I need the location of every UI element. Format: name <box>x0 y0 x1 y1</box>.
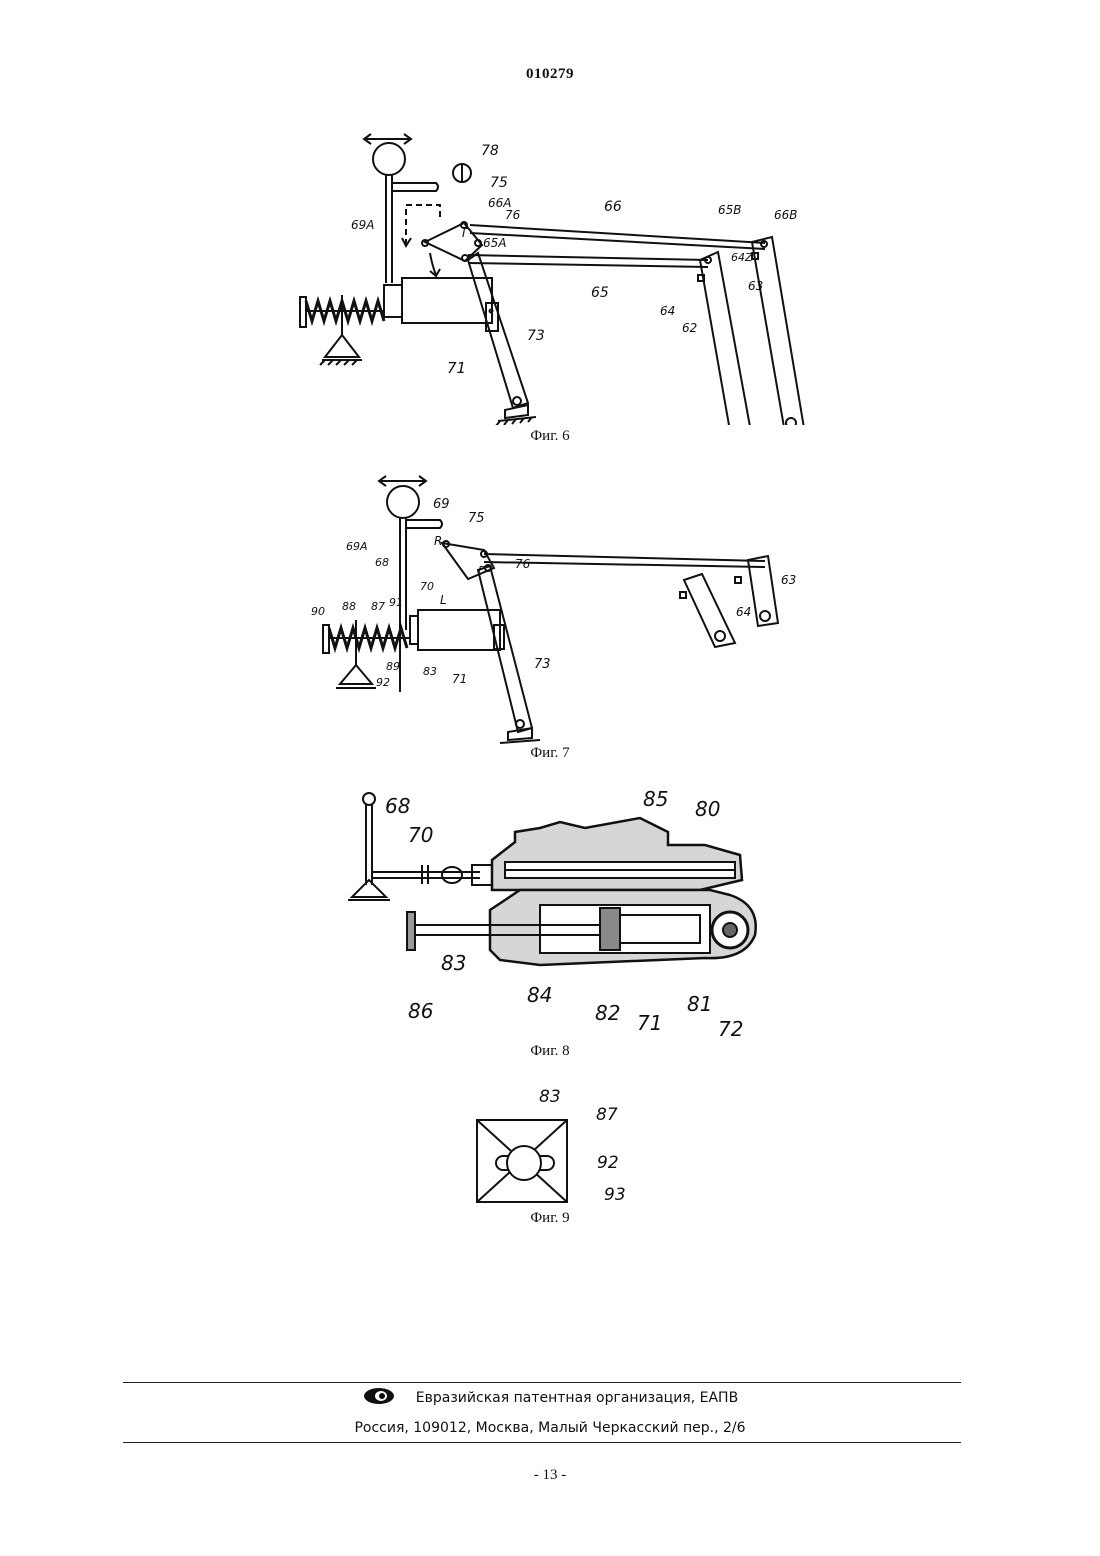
label-66: 66 <box>604 199 622 215</box>
label-73: 73 <box>534 657 551 672</box>
label-69a: 69A <box>351 218 374 232</box>
label-76: 76 <box>505 208 521 222</box>
label-93: 93 <box>604 1185 626 1205</box>
label-64z: 64Z <box>731 251 753 264</box>
label-64: 64 <box>660 304 675 318</box>
label-70: 70 <box>420 580 434 593</box>
label-76: 76 <box>515 557 531 571</box>
label-64: 64 <box>736 605 751 619</box>
figure-7-caption: Фиг. 7 <box>0 745 1100 762</box>
label-63: 63 <box>748 279 763 293</box>
label-l: L <box>440 593 447 607</box>
figure-9: 83 87 92 93 <box>0 1080 1100 1210</box>
label-86: 86 <box>408 999 433 1023</box>
label-92: 92 <box>376 676 390 689</box>
label-65a: 65A <box>483 236 506 250</box>
figure-6-caption: Фиг. 6 <box>0 428 1100 445</box>
label-65: 65 <box>591 285 609 301</box>
label-r: R <box>434 534 442 548</box>
label-68: 68 <box>385 794 410 818</box>
document-number: 010279 <box>0 66 1100 83</box>
footer-top-rule <box>123 1382 961 1383</box>
label-87: 87 <box>371 600 385 613</box>
label-89: 89 <box>386 660 400 673</box>
figure-9-caption: Фиг. 9 <box>0 1210 1100 1227</box>
svg-text:Г: Г <box>478 564 485 577</box>
figure-8-labels: 68 70 85 80 83 84 86 82 71 81 72 <box>0 780 1100 1040</box>
label-73: 73 <box>527 328 545 344</box>
label-69: 69 <box>433 497 450 512</box>
figure-7: 69 75 R 76 69A 68 70 L 90 88 87 91 63 64… <box>0 470 1100 750</box>
footer-bottom-rule <box>123 1442 961 1443</box>
figure-7-labels: 69 75 R 76 69A 68 70 L 90 88 87 91 63 64… <box>0 470 1100 750</box>
label-71: 71 <box>637 1011 662 1035</box>
label-80: 80 <box>695 797 720 821</box>
label-62: 62 <box>682 321 697 335</box>
label-92: 92 <box>597 1153 619 1173</box>
label-83: 83 <box>423 665 437 678</box>
label-84: 84 <box>527 983 552 1007</box>
footer-organization: Евразийская патентная организация, ЕАПВ <box>0 1386 1100 1410</box>
label-83: 83 <box>539 1087 561 1107</box>
label-69a: 69A <box>346 540 368 553</box>
label-70: 70 <box>408 823 433 847</box>
label-87: 87 <box>596 1105 618 1125</box>
label-90: 90 <box>311 605 325 618</box>
label-81: 81 <box>687 992 712 1016</box>
figure-6: 78 75 66A 76 66 65B 66B 65A 64Z 64 65 63… <box>0 125 1100 425</box>
label-68: 68 <box>375 556 389 569</box>
organization-name: Евразийская патентная организация, ЕАПВ <box>416 1390 738 1406</box>
label-71: 71 <box>452 672 467 686</box>
label-75: 75 <box>468 511 485 526</box>
label-78: 78 <box>481 143 499 159</box>
figure-9-labels: 83 87 92 93 <box>0 1080 1100 1210</box>
figure-8-caption: Фиг. 8 <box>0 1043 1100 1060</box>
svg-text:Г: Г <box>462 226 470 240</box>
label-82: 82 <box>595 1001 620 1025</box>
eapo-logo-icon <box>362 1386 396 1410</box>
label-65b: 65B <box>718 203 742 217</box>
label-88: 88 <box>342 600 356 613</box>
figure-6-labels: 78 75 66A 76 66 65B 66B 65A 64Z 64 65 63… <box>0 125 1100 425</box>
label-75: 75 <box>490 175 508 191</box>
figure-8: 68 70 85 80 83 84 86 82 71 81 72 <box>0 780 1100 1040</box>
label-72: 72 <box>718 1017 743 1040</box>
footer-address: Россия, 109012, Москва, Малый Черкасский… <box>0 1420 1100 1436</box>
label-66b: 66B <box>774 208 798 222</box>
label-85: 85 <box>643 787 668 811</box>
label-83: 83 <box>441 951 466 975</box>
label-63: 63 <box>781 573 796 587</box>
label-71: 71 <box>447 359 466 377</box>
page-number: - 13 - <box>0 1467 1100 1484</box>
label-91: 91 <box>389 596 403 609</box>
